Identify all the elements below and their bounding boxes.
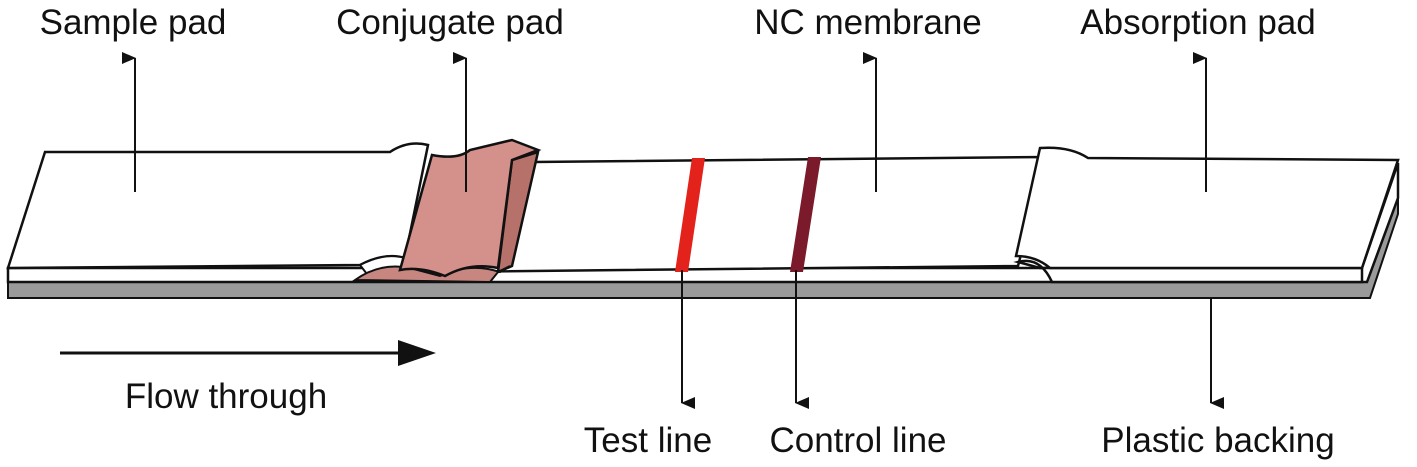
plastic-backing-label: Plastic backing — [1101, 421, 1334, 460]
absorption-pad — [1013, 146, 1400, 284]
test-line-label: Test line — [584, 421, 712, 460]
nc-membrane-label: NC membrane — [754, 3, 982, 42]
sample-pad — [6, 142, 430, 280]
absorption-pad-side — [1013, 259, 1364, 284]
test-line — [675, 158, 705, 272]
conjugate-pad-label: Conjugate pad — [336, 3, 564, 42]
label-pointers — [122, 52, 1224, 409]
flow-arrow-head — [398, 340, 436, 366]
control-line-label: Control line — [769, 421, 946, 460]
absorption-pad-label: Absorption pad — [1080, 3, 1315, 42]
conjugate-pad — [351, 138, 542, 284]
absorption-pad-top — [1014, 146, 1400, 270]
flow-through-label: Flow through — [125, 377, 327, 416]
control-line — [790, 157, 821, 272]
flow-arrow — [60, 340, 436, 366]
sample-pad-label: Sample pad — [40, 3, 227, 42]
conjugate-pad-top — [398, 138, 542, 278]
sample-pad-top — [6, 142, 430, 270]
